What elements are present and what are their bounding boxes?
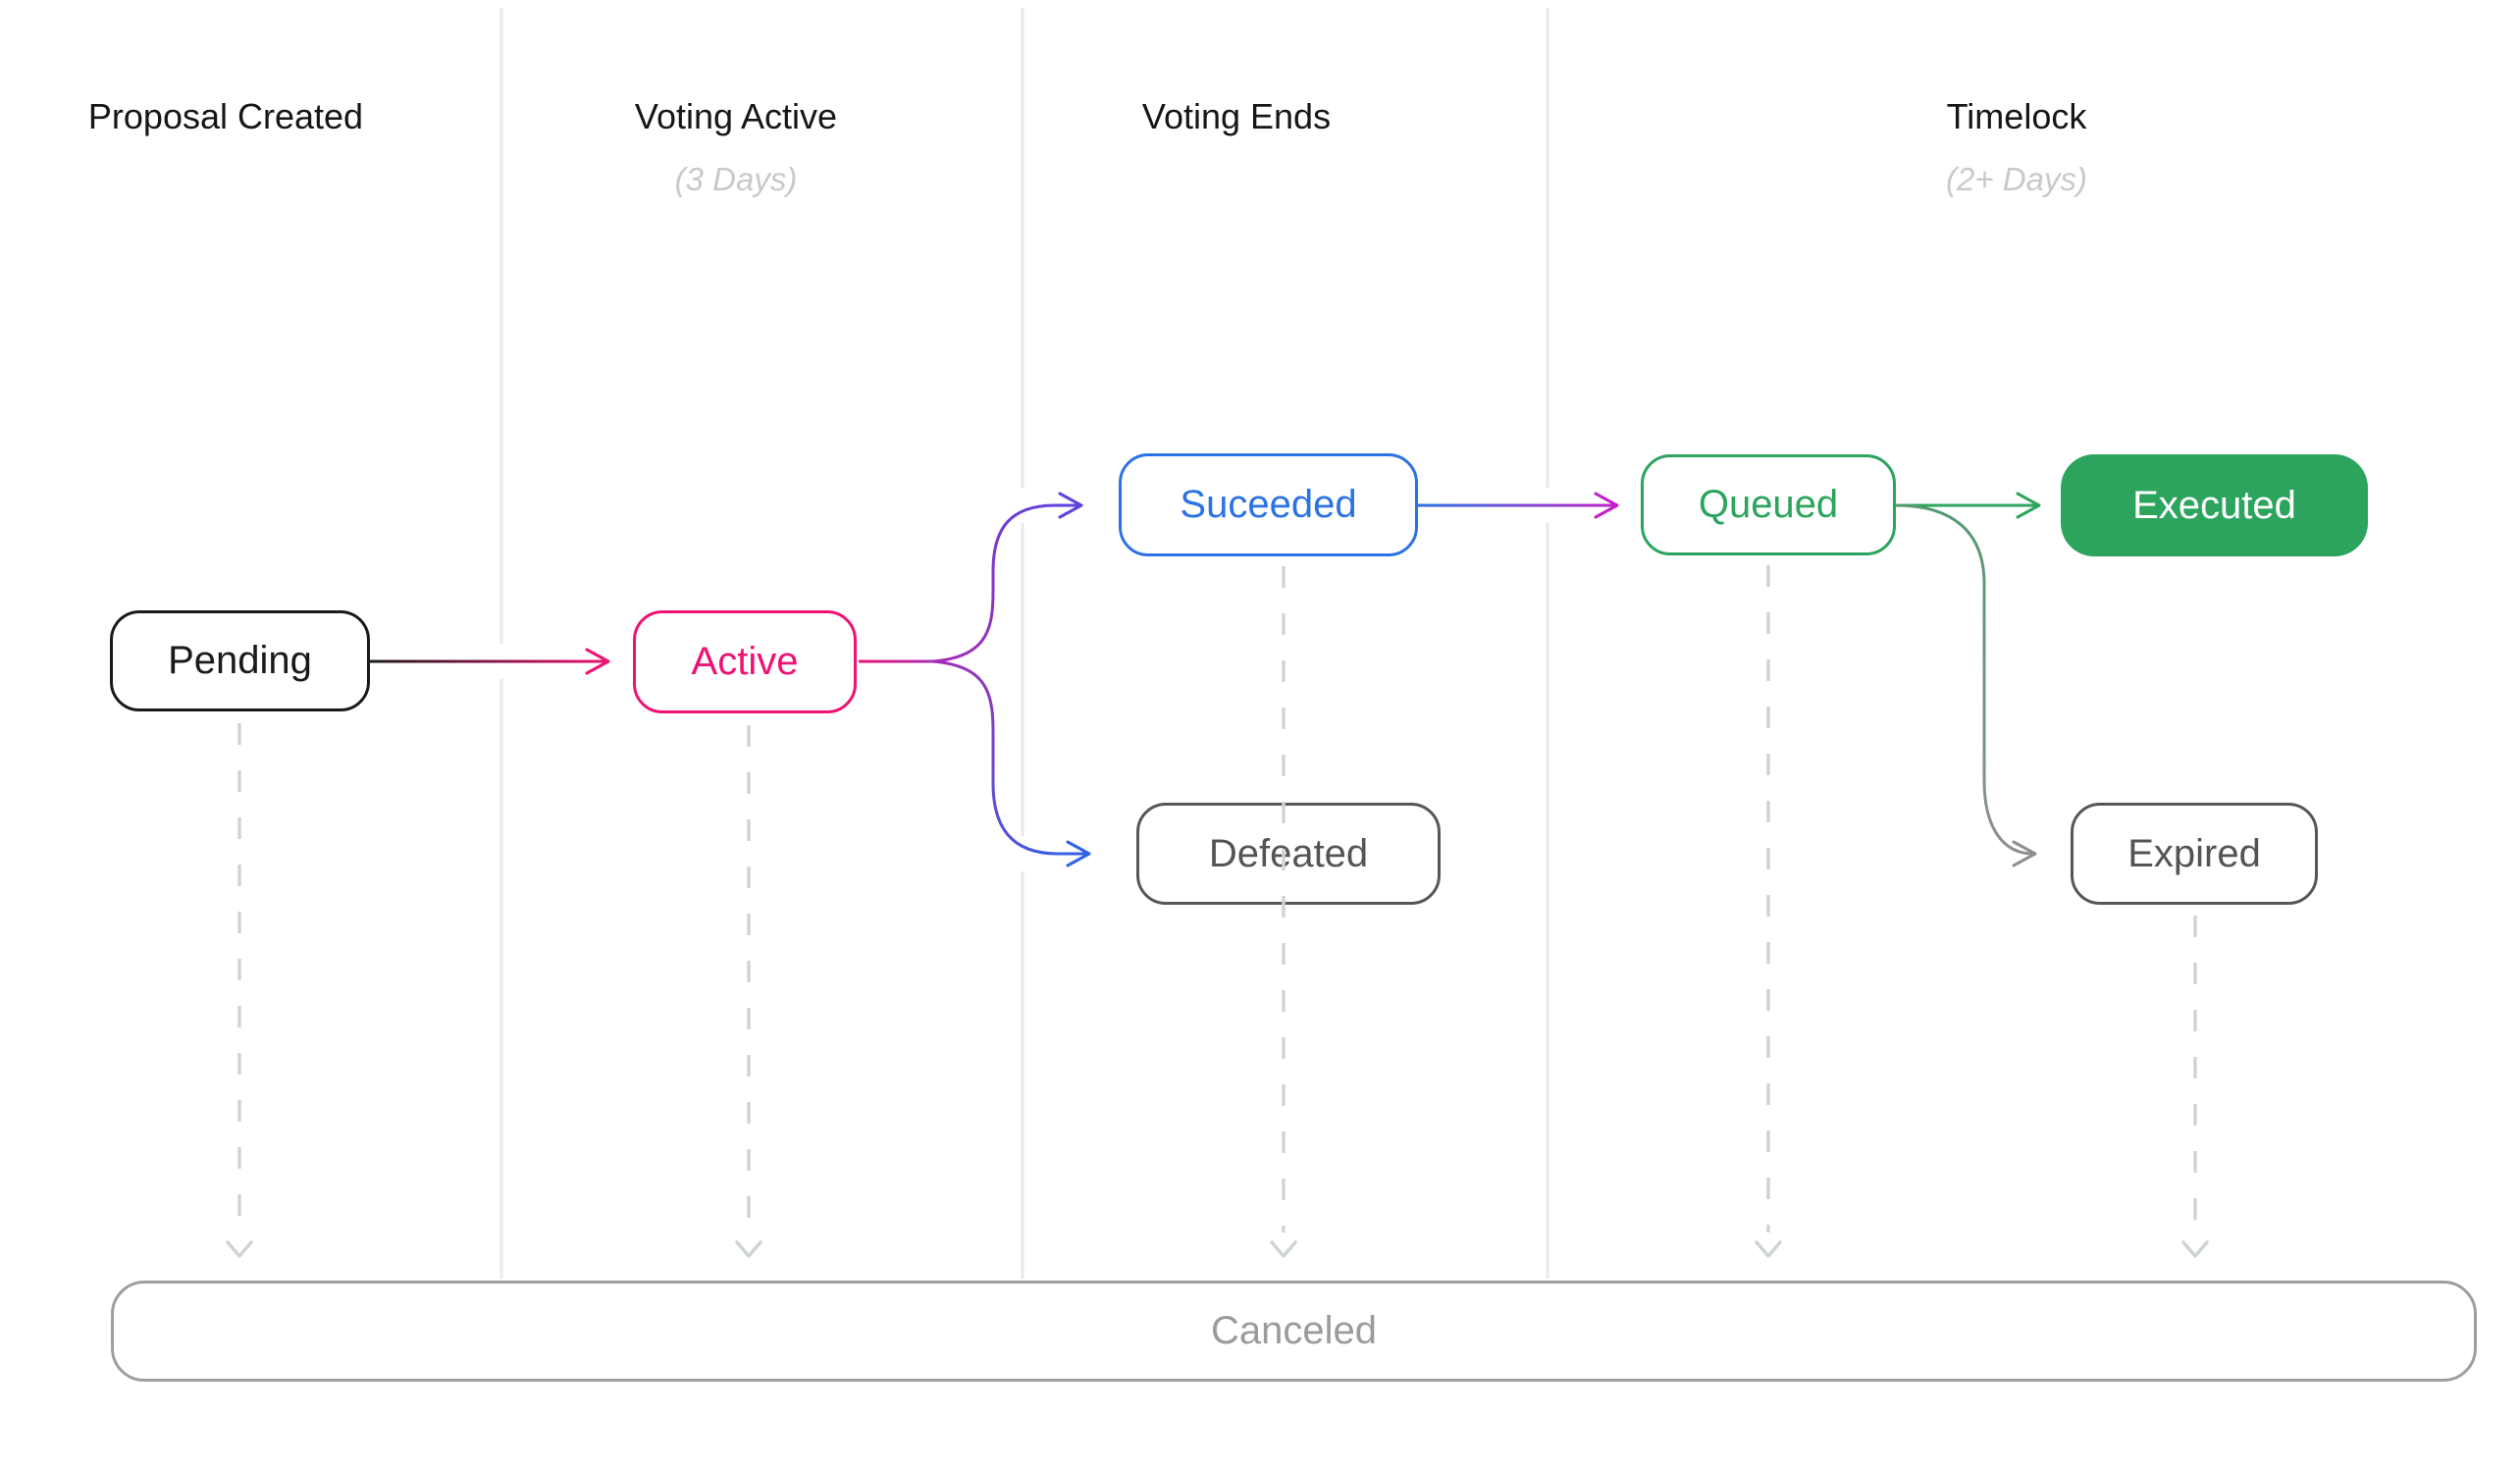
column-sublabel-voting-active: (3 Days): [674, 161, 798, 197]
state-node-defeated: Defeated: [1136, 803, 1441, 905]
arrow-halos: [353, 488, 1631, 871]
state-node-suceeded: Suceeded: [1119, 453, 1418, 556]
column-header-proposal-created: Proposal Created: [87, 96, 364, 136]
arrow-suceeded-to-queued: [1416, 492, 1619, 519]
column-sublabel-timelock: (2+ Days): [1946, 161, 2087, 197]
state-node-queued: Queued: [1641, 454, 1896, 555]
dashed-arrowheads: [226, 1240, 2209, 1258]
arrow-queued-to-expired: [1894, 503, 2037, 867]
state-node-active: Active: [633, 610, 857, 713]
chevron-down-icon: [226, 1240, 253, 1258]
arrow-active-to-suceeded: [930, 492, 1083, 663]
state-node-executed: Executed: [2061, 454, 2368, 556]
column-header-timelock: Timelock: [1946, 96, 2087, 136]
chevron-down-icon: [1270, 1240, 1297, 1258]
arrow-active-to-defeated: [930, 659, 1091, 867]
chevron-down-icon: [2181, 1240, 2209, 1258]
column-header-voting-active: Voting Active: [634, 96, 838, 136]
chevron-down-icon: [735, 1240, 762, 1258]
state-node-expired: Expired: [2071, 803, 2318, 905]
state-node-canceled: Canceled: [111, 1281, 2477, 1382]
chevron-down-icon: [1755, 1240, 1782, 1258]
column-header-voting-ends: Voting Ends: [1141, 96, 1332, 136]
arrow-pending-to-active: [368, 648, 610, 675]
state-node-pending: Pending: [110, 610, 370, 711]
arrow-queued-to-executed: [1894, 492, 2041, 519]
